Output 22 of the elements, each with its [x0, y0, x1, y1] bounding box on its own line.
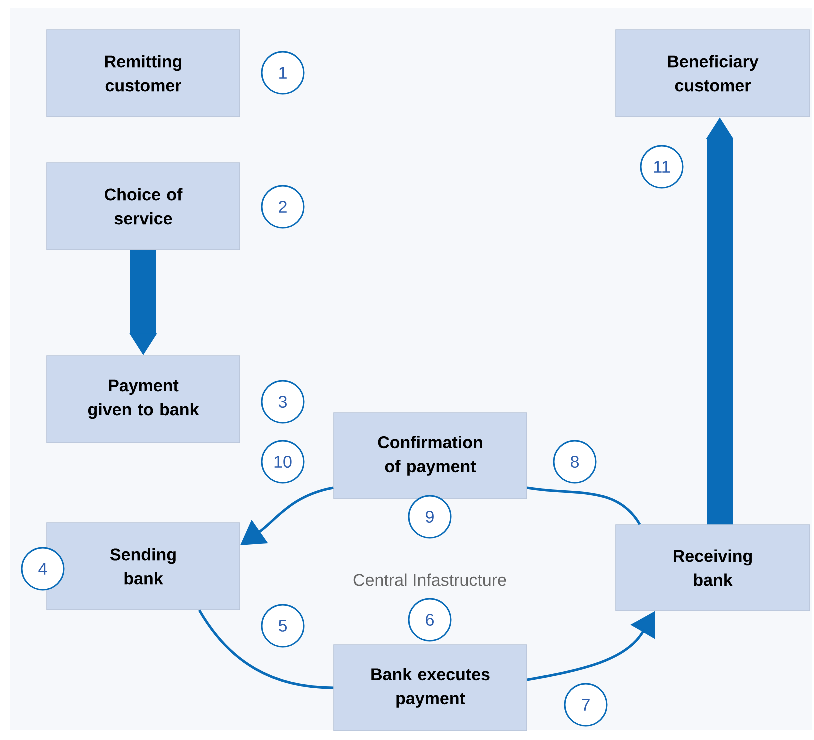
process-box: Payment given to bank: [46, 356, 240, 444]
connector-line: [527, 486, 642, 526]
center-label: Central Infastructure: [354, 574, 506, 586]
step-number: 8: [553, 440, 597, 484]
step-number: 9: [408, 495, 452, 539]
step-number: 1: [261, 51, 305, 95]
process-box: Sending bank: [46, 522, 240, 610]
process-box: Confirmation of payment: [334, 412, 528, 500]
connector-line: [198, 610, 334, 690]
process-box: Choice of service: [46, 162, 240, 250]
step-number: 11: [640, 145, 684, 189]
step-number: 4: [21, 547, 65, 591]
step-number: 10: [261, 440, 305, 484]
step-number: 2: [261, 185, 305, 229]
step-number: 3: [261, 380, 305, 424]
step-number: 7: [564, 683, 608, 727]
process-box: Beneficiary customer: [616, 30, 810, 118]
process-box: Bank executes payment: [334, 644, 528, 732]
process-box: Remitting customer: [46, 30, 240, 118]
step-number: 6: [408, 598, 452, 642]
process-box: Receiving bank: [616, 524, 810, 612]
step-number: 5: [261, 604, 305, 648]
